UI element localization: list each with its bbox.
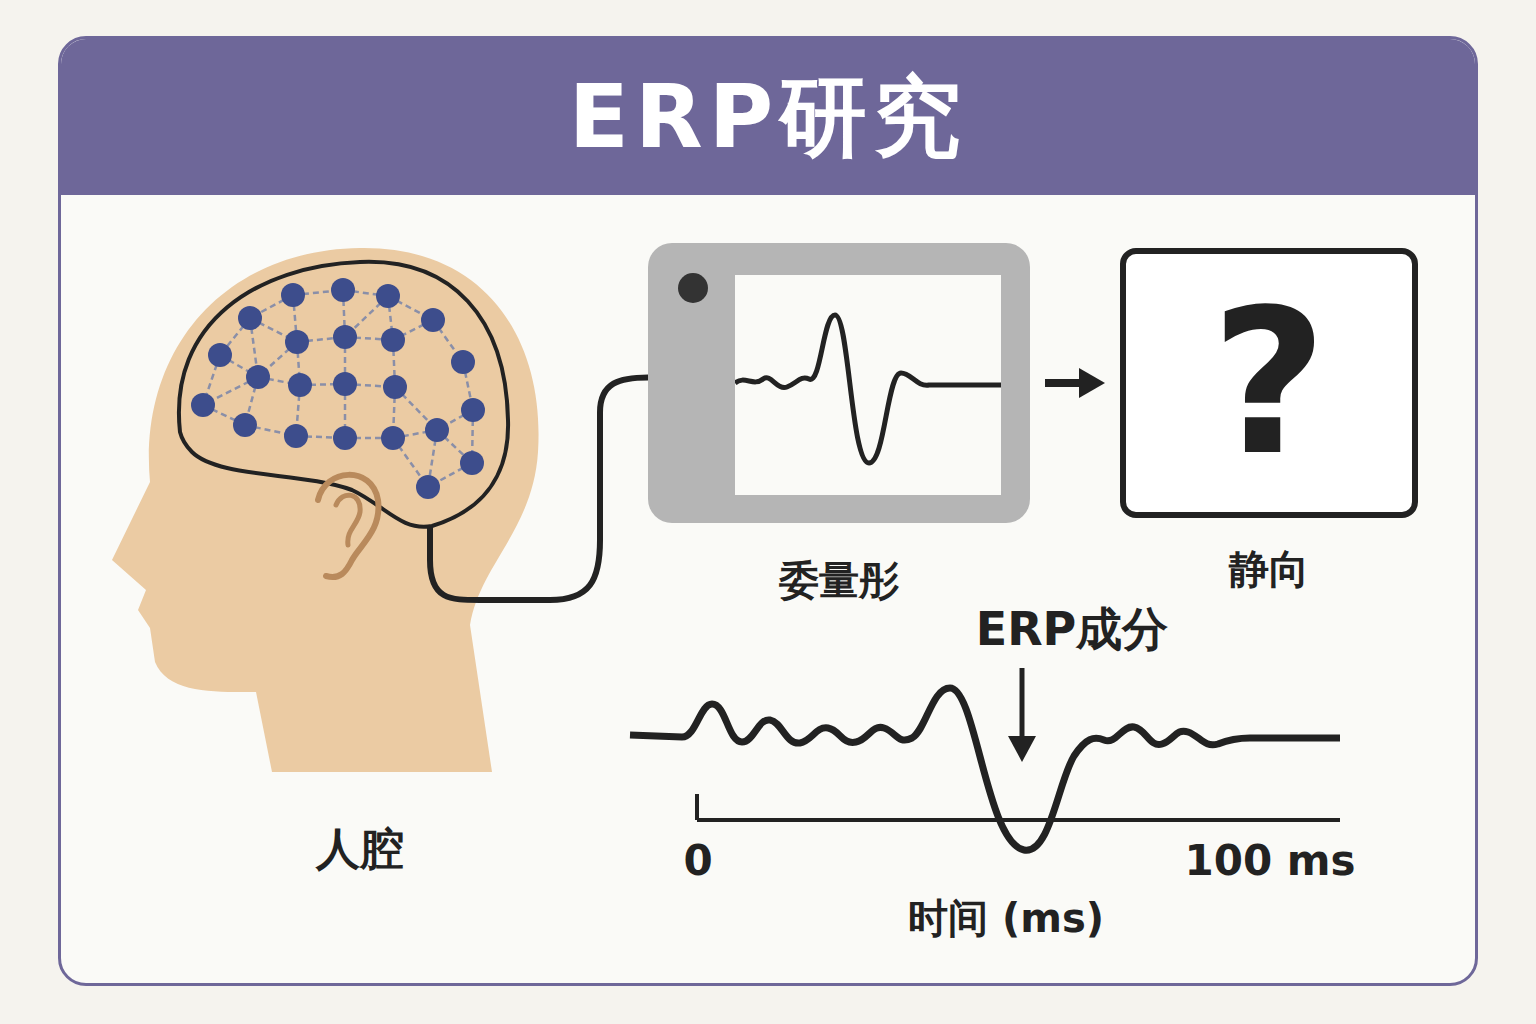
electrode <box>381 426 405 450</box>
electrode <box>288 373 312 397</box>
electrode <box>284 424 308 448</box>
head-silhouette <box>112 248 539 772</box>
component-pointer <box>1020 668 1025 740</box>
brain-outline <box>179 262 508 527</box>
electrode <box>333 426 357 450</box>
component-label: ERP成分 <box>976 599 1169 661</box>
electrode <box>421 308 445 332</box>
node-caption: 委量彤 <box>608 553 1070 608</box>
ear <box>318 475 378 577</box>
electrode <box>246 365 270 389</box>
electrode <box>331 278 355 302</box>
electrode <box>191 393 215 417</box>
axis-title: 时间 (ms) <box>908 891 1104 946</box>
electrode <box>461 398 485 422</box>
electrode-grid <box>203 290 473 487</box>
electrode <box>333 325 357 349</box>
electrode <box>451 350 475 374</box>
node-caption: 静向 <box>1086 542 1452 597</box>
electrode <box>381 328 405 352</box>
waveform-trace <box>735 315 1001 463</box>
question-mark: ? <box>1126 254 1412 512</box>
flow-arrow <box>1045 368 1105 398</box>
axis-tick <box>695 794 699 820</box>
component-pointer-head <box>1008 736 1036 762</box>
electrodes <box>191 278 485 499</box>
erp-waveform <box>630 688 1340 850</box>
electrode <box>233 413 257 437</box>
electrode <box>285 330 309 354</box>
electrode <box>460 451 484 475</box>
electrode-cable <box>430 377 648 600</box>
time-axis <box>697 818 1340 822</box>
recorder-device: 委量彤 <box>648 243 1030 523</box>
electrode <box>208 343 232 367</box>
electrode <box>333 372 357 396</box>
arrow-head <box>1079 368 1105 398</box>
power-led <box>678 273 708 303</box>
axis-start: 0 <box>683 836 712 885</box>
electrode <box>425 418 449 442</box>
title: ERP研究 <box>61 39 1475 195</box>
ear-inner <box>336 495 360 545</box>
electrode <box>376 284 400 308</box>
node-label: 人腔 <box>100 820 620 879</box>
electrode <box>416 475 440 499</box>
axis-end: 100 ms <box>1184 836 1355 885</box>
result-box: ?静向 <box>1120 248 1418 518</box>
electrode <box>238 306 262 330</box>
electrode <box>281 283 305 307</box>
head-node: 人腔 <box>100 240 550 880</box>
electrode <box>383 375 407 399</box>
connector-line <box>430 377 648 600</box>
screen-waveform <box>735 275 1001 495</box>
